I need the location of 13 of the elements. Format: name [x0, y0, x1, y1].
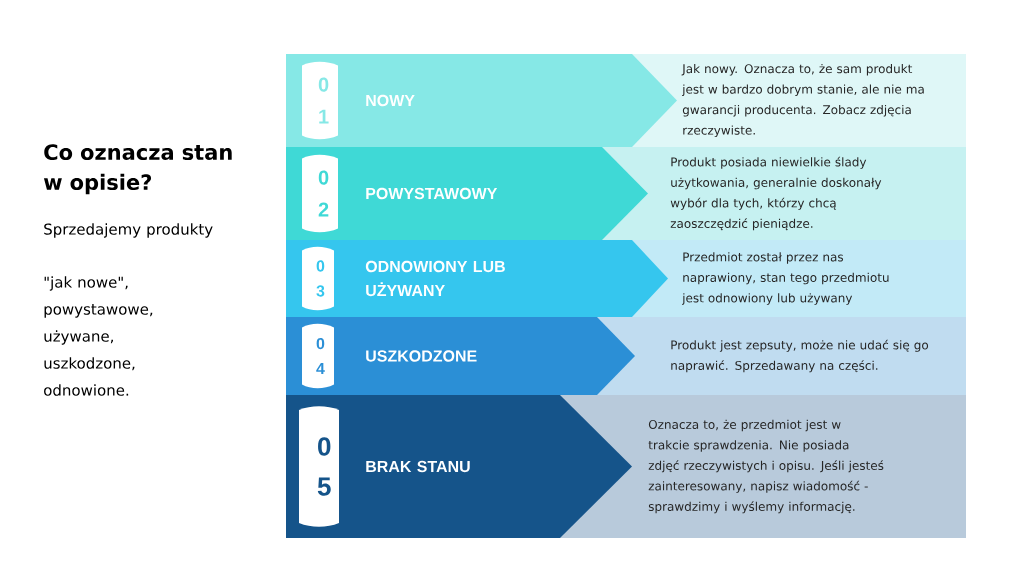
list-text: "jak nowe", powystawowe, używane, uszkodzone, odnowione.: [44, 276, 153, 396]
intro-text: Sprzedajemy produkty: [44, 223, 213, 238]
description-panel: Przedmiot został przez nas naprawiony, stan tego przedmiotu jest odnowiony lub używany: [632, 240, 966, 317]
number-badge: 0 3: [302, 246, 334, 311]
number-badge: 0 4: [302, 323, 334, 389]
number-badge: 0 5: [299, 406, 339, 527]
number-badge: 0 1: [302, 61, 338, 140]
description-panel: Produkt jest zepsuty, może nie udać się go naprawić. Sprzedawany na części.: [597, 317, 966, 395]
description-panel: Jak nowy. Oznacza to, że sam produkt jest w bardzo dobrym stanie, ale nie ma gwarancji producenta. Zobacz zdjęcia rzeczywiste.: [632, 54, 966, 147]
heading: Co oznacza stan w opisie?: [43, 144, 232, 195]
description-panel: Produkt posiada niewielkie ślady użytkowania, generalnie doskonały wybór dla tych, którzy chcą zaoszczędzić pieniądze.: [602, 147, 966, 240]
description-panel: Oznacza to, że przedmiot jest w trakcie sprawdzenia. Nie posiada zdjęć rzeczywistych i opisu. Jeśli jesteś zainteresowany, napisz wiadomość - sprawdzimy i wyślemy informację.: [560, 395, 966, 538]
number-badge: 0 2: [302, 154, 338, 233]
